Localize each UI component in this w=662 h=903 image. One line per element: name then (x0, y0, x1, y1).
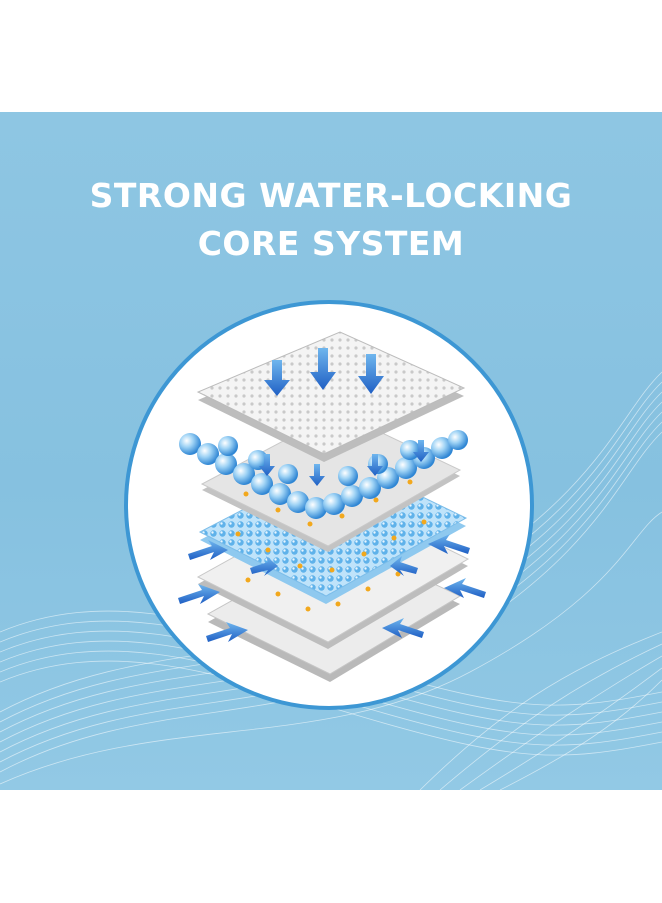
layered-core-illustration (178, 331, 486, 682)
top-perforated-sheet-layer (196, 331, 466, 462)
headline-line-2: CORE SYSTEM (197, 224, 465, 263)
water-bead-layer (179, 430, 468, 519)
banner: STRONG WATER-LOCKING CORE SYSTEM (0, 112, 662, 790)
outward-diffusion-arrows (178, 534, 486, 642)
downward-absorption-arrows (259, 348, 429, 486)
headline-line-1: STRONG WATER-LOCKING (89, 176, 573, 215)
illustration-disc (124, 300, 534, 710)
